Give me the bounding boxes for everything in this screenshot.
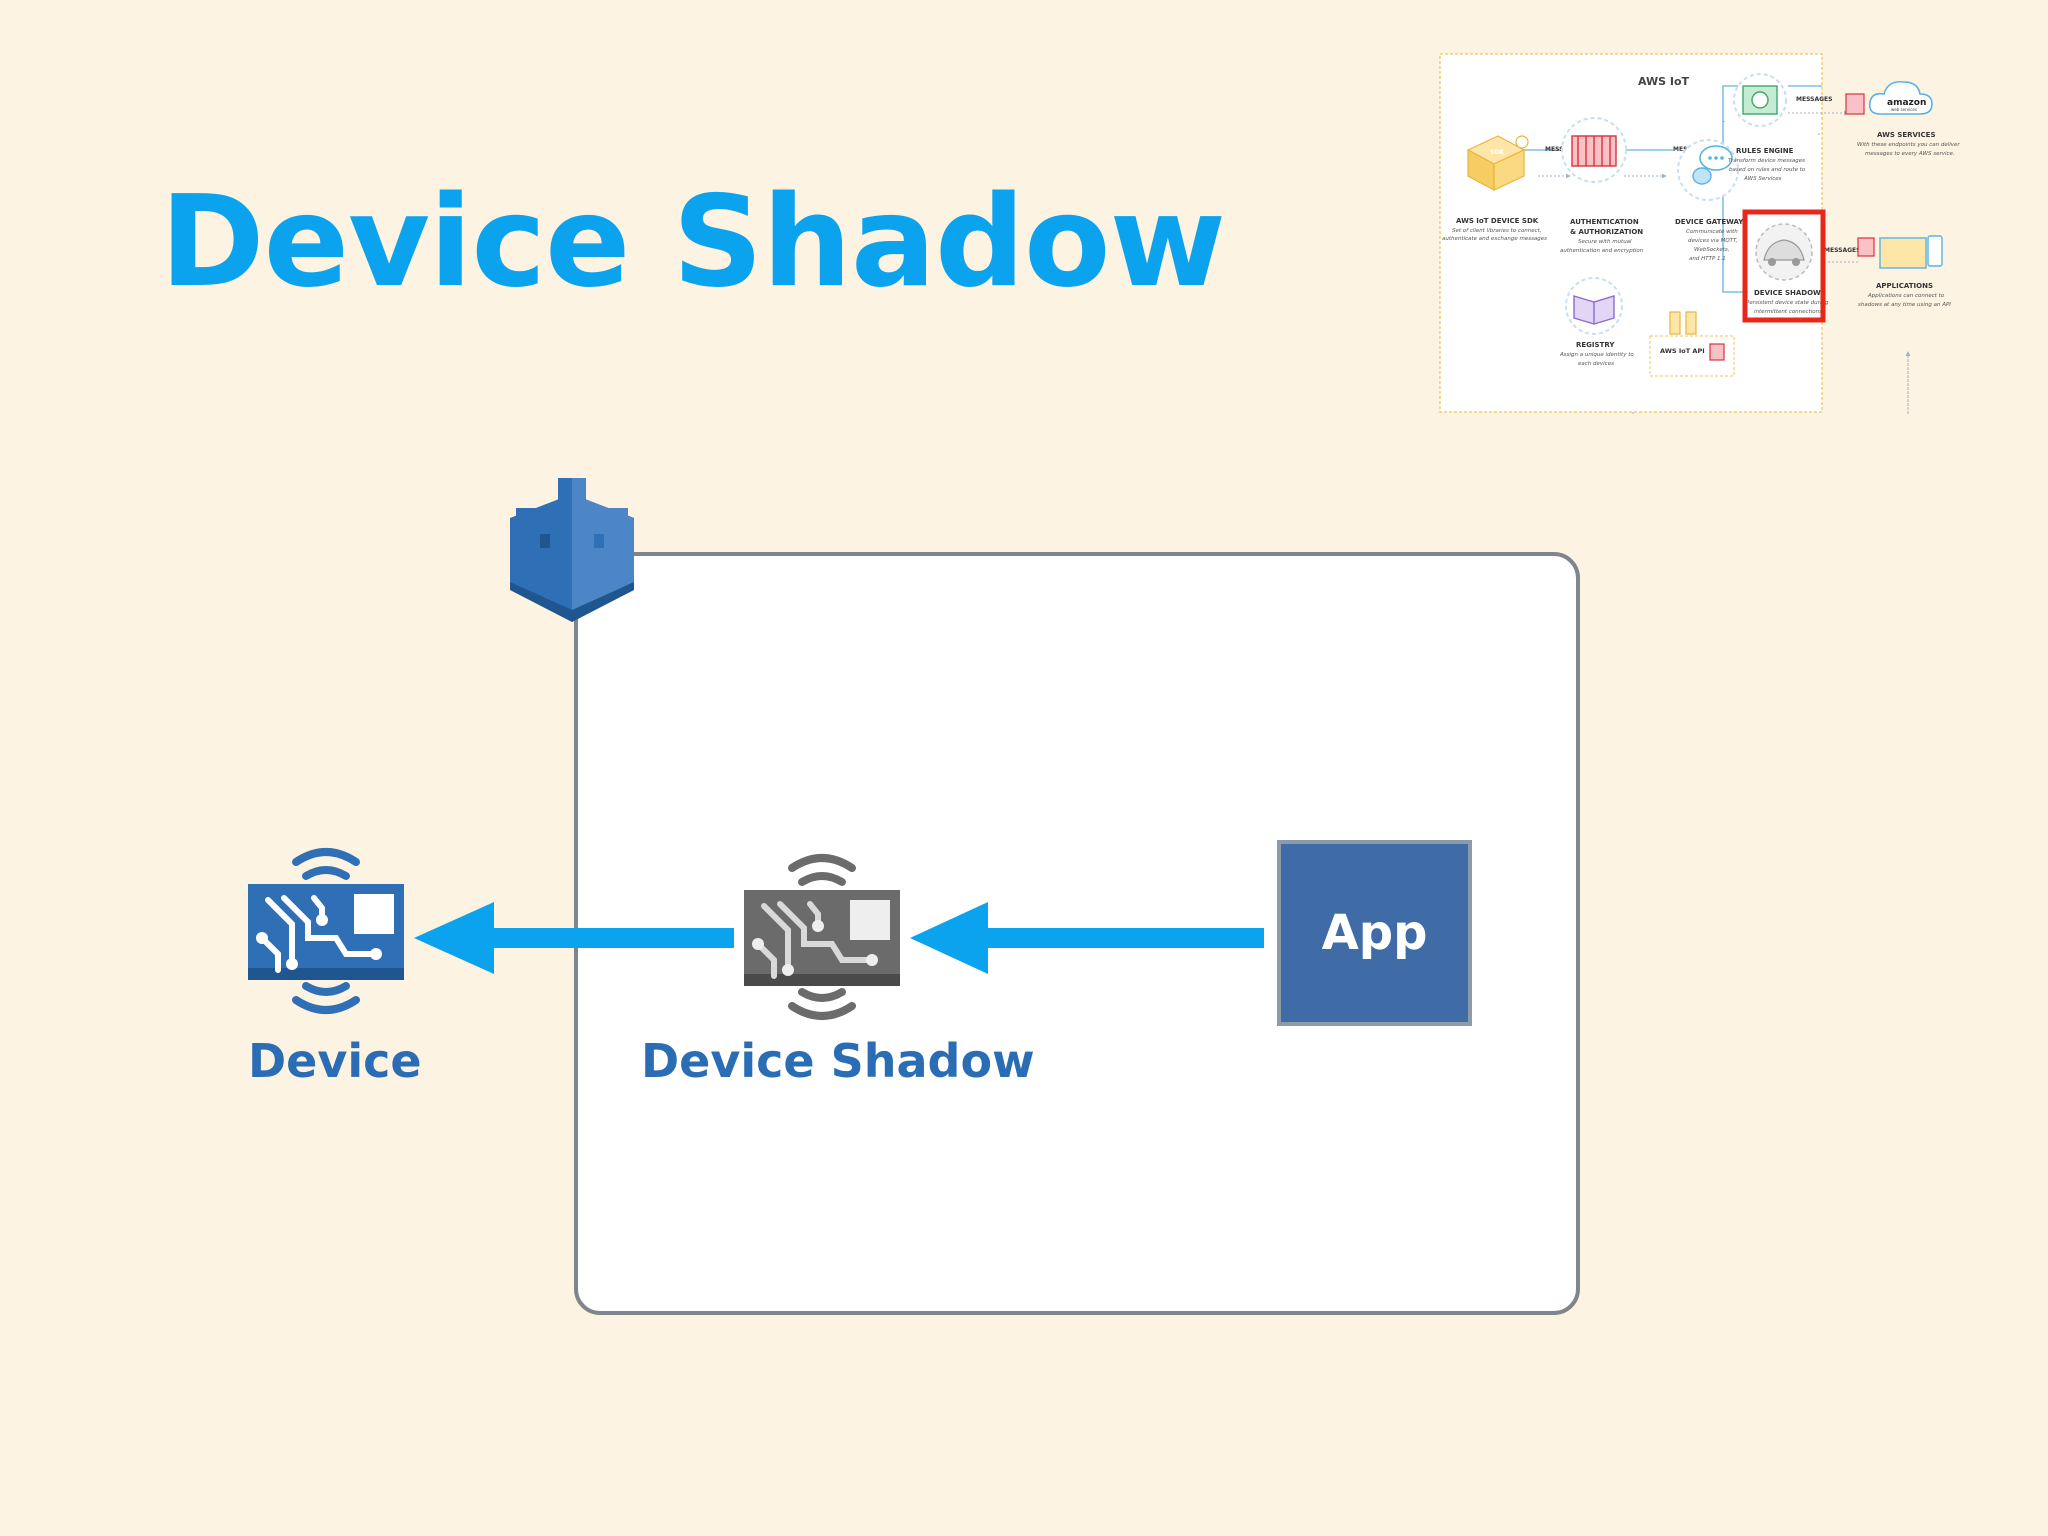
svg-text:AWS Services: AWS Services: [1743, 176, 1782, 182]
applications-icon: [1879, 235, 1943, 269]
device-shadows-highlight: [1742, 209, 1826, 323]
svg-text:MESSAGES: MESSAGES: [1796, 96, 1832, 103]
gateway-icon: [1677, 139, 1739, 201]
svg-text:DEVICE GATEWAY: DEVICE GATEWAY: [1675, 218, 1744, 226]
svg-text:intermittent connections: intermittent connections: [1754, 309, 1822, 315]
device-label: Device: [248, 1034, 422, 1088]
svg-text:SDK: SDK: [1490, 149, 1504, 156]
svg-text:DEVICE SHADOWS: DEVICE SHADOWS: [1754, 289, 1826, 297]
sdk-icon: SDK: [1466, 135, 1529, 192]
rules-engine-icon: [1733, 73, 1787, 127]
device-shadow-label: Device Shadow: [641, 1034, 1035, 1088]
svg-text:Assign a unique identity to: Assign a unique identity to: [1559, 352, 1634, 358]
aws-iot-overview-diagram: AWS IoT SDK MESSAGES AWS IoT DEVICE SDK …: [1439, 53, 1960, 414]
svg-text:& AUTHORIZATION: & AUTHORIZATION: [1570, 228, 1643, 236]
auth-icon: [1561, 117, 1627, 183]
svg-text:and HTTP 1.1: and HTTP 1.1: [1689, 256, 1726, 262]
sdk-title: AWS IoT DEVICE SDK: [1456, 217, 1539, 225]
svg-text:AUTHENTICATION: AUTHENTICATION: [1570, 218, 1639, 226]
svg-text:shadows at any time using an A: shadows at any time using an API: [1858, 302, 1951, 308]
device-icon: [248, 848, 404, 1014]
shadows-shield-icon: [1857, 237, 1875, 257]
svg-text:RULES ENGINE: RULES ENGINE: [1736, 147, 1794, 155]
svg-text:WebSockets,: WebSockets,: [1694, 247, 1730, 253]
svg-text:amazon: amazon: [1887, 98, 1926, 108]
svg-text:messages to every AWS service.: messages to every AWS service.: [1865, 151, 1955, 157]
api-icon: [1669, 311, 1697, 335]
api-shield-icon: [1709, 343, 1725, 361]
app-label: App: [1321, 905, 1428, 961]
device-shadows-icon: [1755, 223, 1813, 281]
app-box: App: [1277, 840, 1472, 1026]
svg-text:based on rules and route to: based on rules and route to: [1729, 167, 1806, 173]
svg-text:each devices: each devices: [1578, 361, 1614, 367]
aws-cloud-icon: amazon web services: [1868, 80, 1933, 115]
svg-text:APPLICATIONS: APPLICATIONS: [1876, 282, 1933, 290]
aws-iot-castle-icon: [510, 478, 634, 622]
page-title: Device Shadow: [160, 168, 1226, 315]
rules-shield-icon: [1845, 93, 1865, 115]
svg-text:AWS IoT API: AWS IoT API: [1660, 347, 1705, 355]
svg-text:authentication and encryption: authentication and encryption: [1560, 248, 1644, 254]
registry-icon: [1565, 277, 1623, 335]
svg-text:MESSAGES: MESSAGES: [1824, 247, 1860, 254]
svg-text:Set of client libraries to con: Set of client libraries to connect,: [1452, 228, 1542, 234]
svg-text:With these endpoints you can d: With these endpoints you can deliver: [1857, 142, 1960, 148]
svg-text:REGISTRY: REGISTRY: [1576, 341, 1615, 349]
svg-text:Applications can connect to: Applications can connect to: [1867, 293, 1945, 299]
svg-text:authenticate and exchange mess: authenticate and exchange messages: [1442, 236, 1547, 242]
svg-text:Persistent device state during: Persistent device state during: [1746, 300, 1829, 306]
device-shadow-icon: [744, 854, 900, 1020]
svg-text:web services: web services: [1891, 107, 1917, 112]
svg-text:AWS SERVICES: AWS SERVICES: [1877, 131, 1936, 139]
svg-text:Transform device messages: Transform device messages: [1728, 158, 1805, 164]
svg-text:devices via MQTT,: devices via MQTT,: [1688, 238, 1738, 244]
aws-iot-heading: AWS IoT: [1638, 75, 1690, 88]
svg-text:Secure with mutual: Secure with mutual: [1578, 239, 1632, 245]
svg-text:Communicate with: Communicate with: [1686, 229, 1738, 235]
